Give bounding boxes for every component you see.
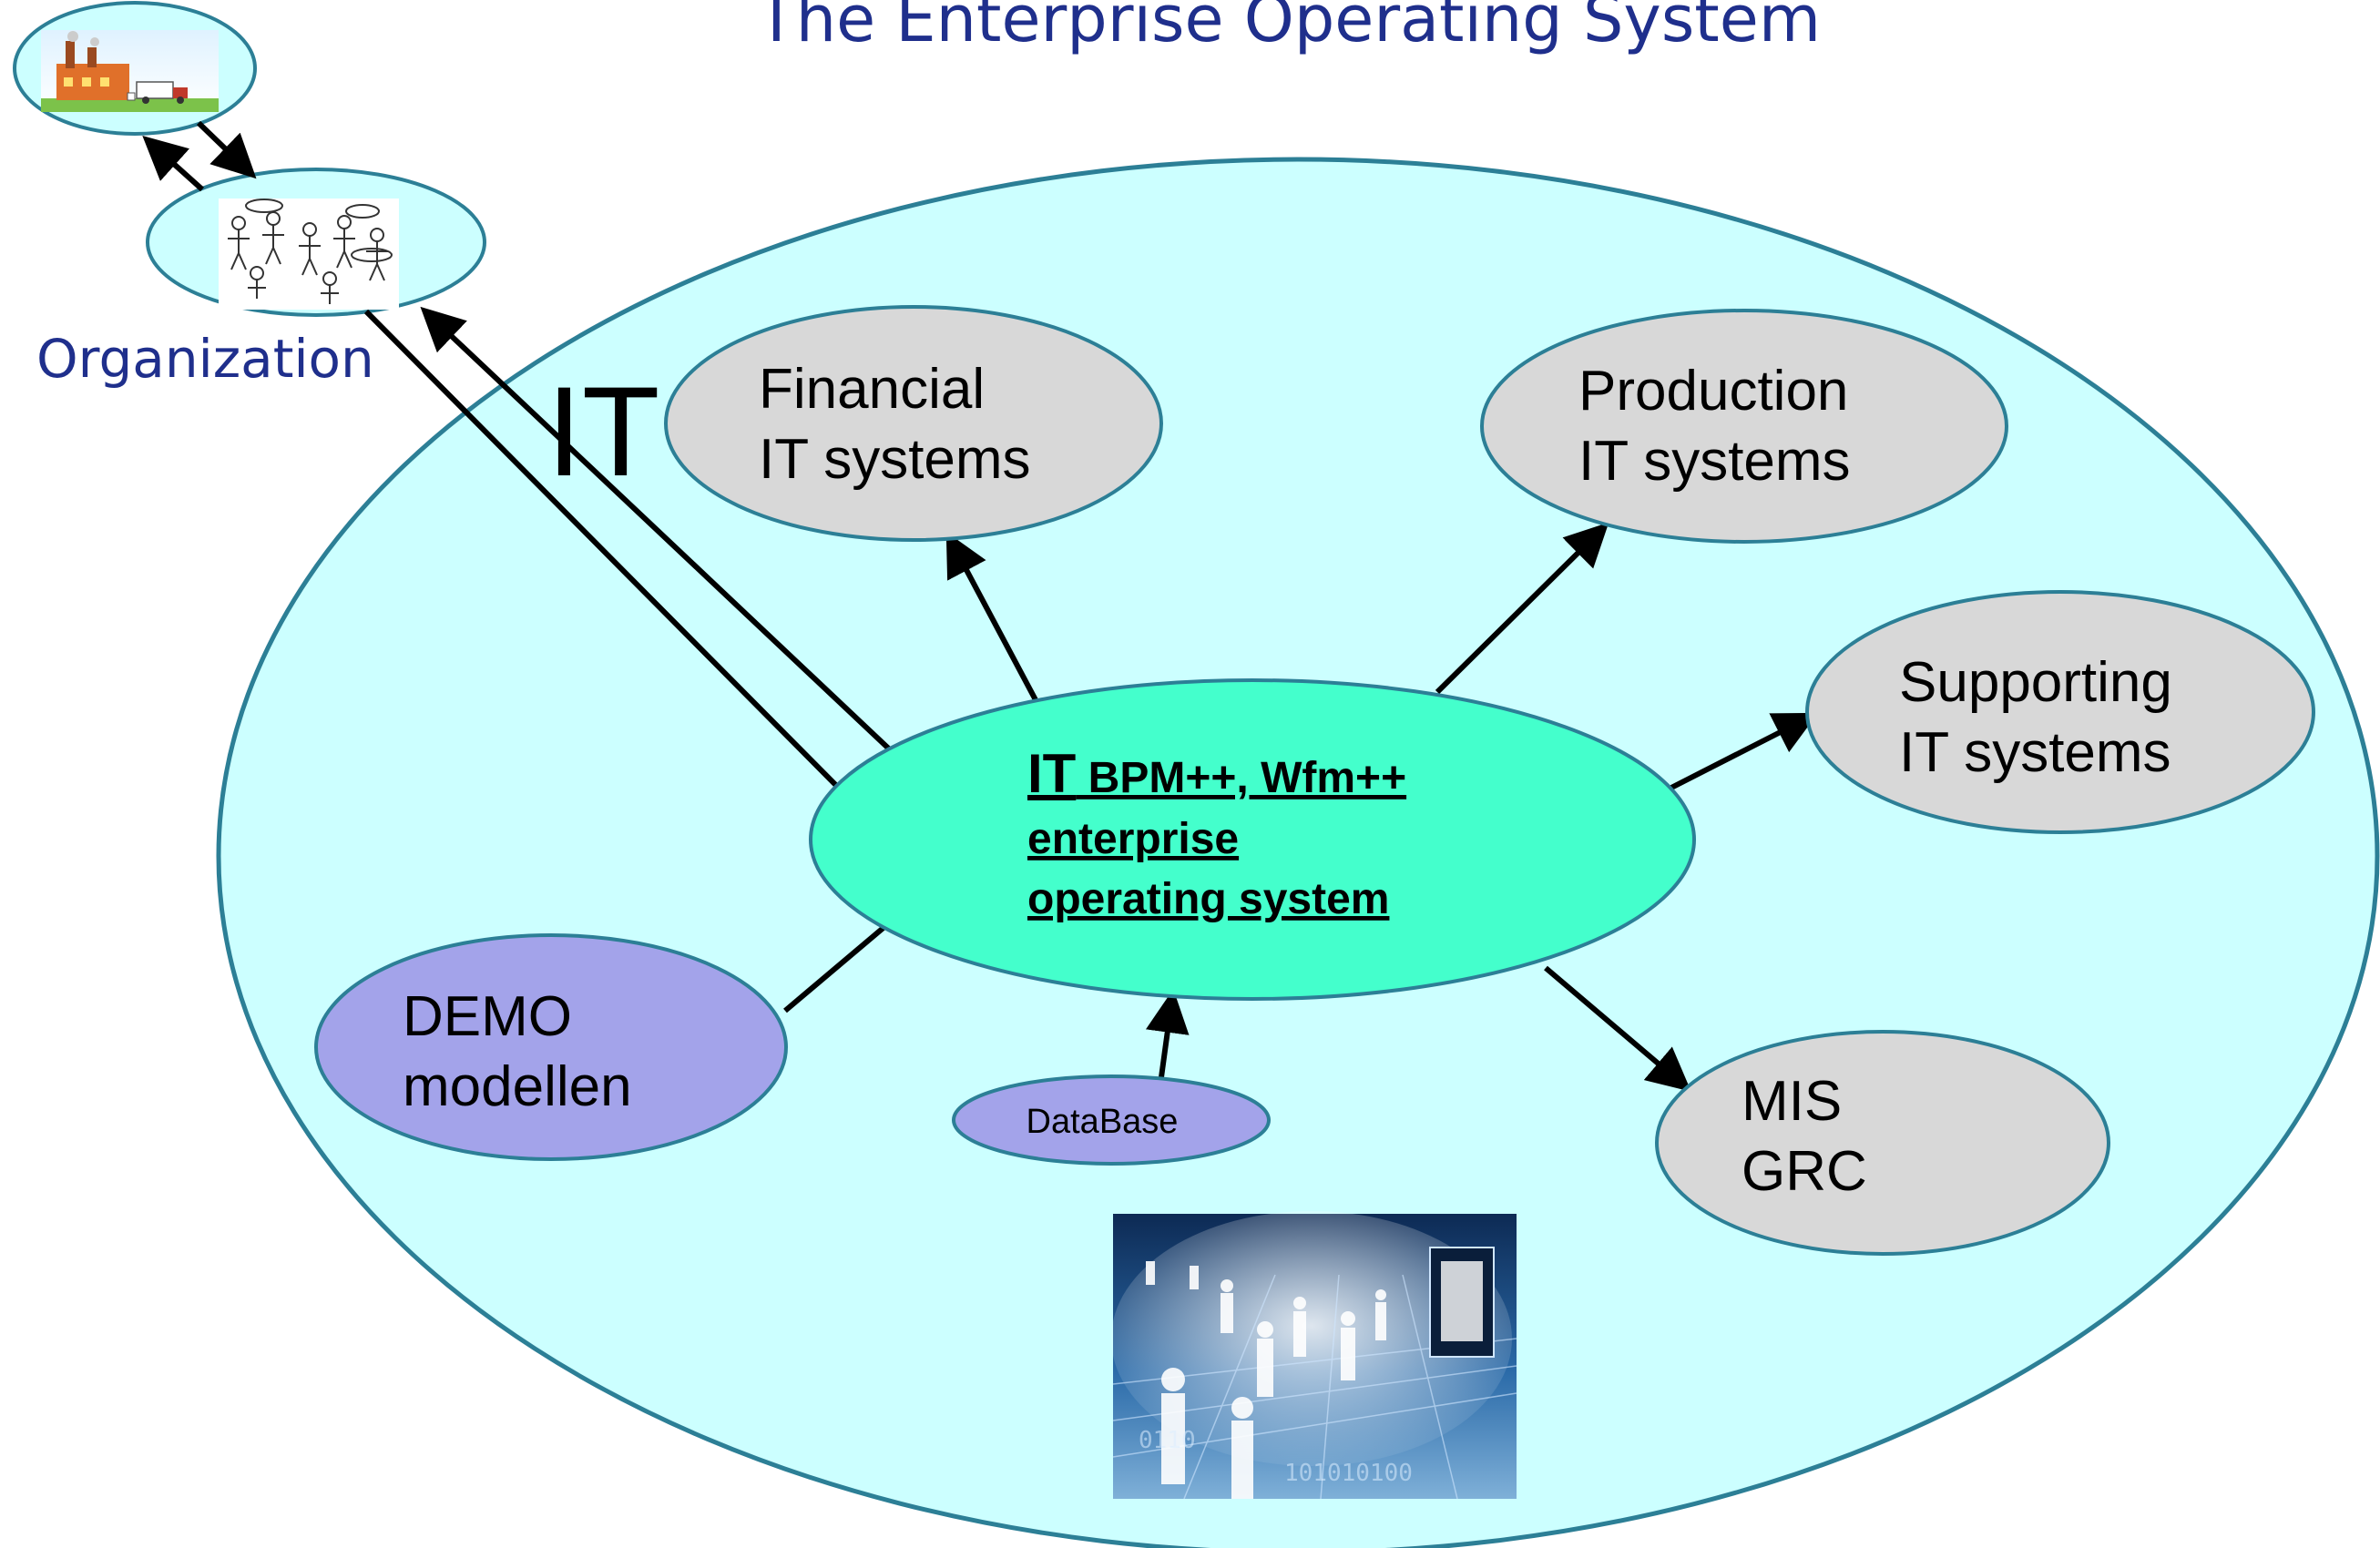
arrow-core-to-financial xyxy=(945,532,1044,712)
arrow-org-to-factory xyxy=(142,135,205,192)
core-it-prefix: IT xyxy=(1027,743,1076,804)
database-node: DataBase xyxy=(952,1074,1271,1166)
arrow-core-to-production xyxy=(1435,522,1609,695)
arrow-core-to-org xyxy=(420,306,914,772)
financial-node: Financial IT systems xyxy=(664,305,1163,542)
production-node: Production IT systems xyxy=(1480,309,2008,544)
people-cartoon-picture xyxy=(219,199,399,310)
svg-text:101010100: 101010100 xyxy=(1284,1460,1413,1487)
organization-label: Organization xyxy=(36,328,374,390)
arrow-database-to-core xyxy=(1145,989,1190,1078)
svg-text:0110: 0110 xyxy=(1139,1427,1196,1454)
factory-picture xyxy=(41,30,219,112)
demo-node: DEMO modellen xyxy=(314,933,788,1161)
database-label: DataBase xyxy=(1027,1103,1179,1141)
mis-line1: MIS xyxy=(1742,1070,1842,1133)
mis-line2: GRC xyxy=(1742,1140,1867,1203)
supporting-line1: Supporting xyxy=(1899,651,2172,714)
core-node: IT BPM++, Wfm++ enterprise operating sys… xyxy=(809,678,1696,1001)
arrow-core-to-supporting xyxy=(1670,712,1819,790)
production-line1: Production xyxy=(1578,360,1848,423)
financial-line1: Financial xyxy=(759,358,985,421)
demo-line2: modellen xyxy=(403,1055,632,1118)
mis-node: MIS GRC xyxy=(1655,1030,2110,1256)
core-line1: BPM++, Wfm++ xyxy=(1076,754,1406,802)
arrow-factory-to-org xyxy=(196,120,257,179)
core-line3: operating system xyxy=(1027,875,1389,923)
financial-line2: IT systems xyxy=(759,428,1031,491)
production-line2: IT systems xyxy=(1578,430,1851,493)
core-line2: enterprise xyxy=(1027,815,1239,863)
page-title: The Enterprise Operating System xyxy=(756,0,1821,56)
svg-text:IT BPM++, Wfm++: IT BPM++, Wfm++ xyxy=(1027,743,1406,804)
digital-people-picture: 101010100 0110 xyxy=(1111,1211,1517,1500)
supporting-node: Supporting IT systems xyxy=(1805,590,2315,834)
demo-line1: DEMO xyxy=(403,985,572,1048)
arrow-org-to-core xyxy=(363,309,894,844)
supporting-line2: IT systems xyxy=(1899,721,2171,784)
arrow-core-to-mis xyxy=(1544,965,1691,1092)
monitor-icon xyxy=(1429,1247,1495,1358)
arrows xyxy=(142,120,1819,1092)
